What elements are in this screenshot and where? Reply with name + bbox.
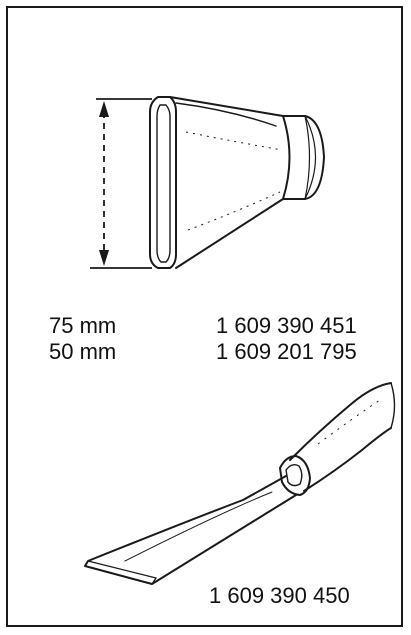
scraper-part-number: 1 609 390 450 <box>209 583 350 608</box>
document-frame <box>6 6 403 627</box>
nozzle-part-number: 1 609 390 451 <box>216 313 357 338</box>
nozzle-part-number: 1 609 201 795 <box>216 339 357 364</box>
nozzle-size-row: 50 mm 1 609 201 795 <box>0 339 411 365</box>
nozzle-width-label: 75 mm <box>49 313 117 338</box>
wide-slot-nozzle-icon <box>149 96 325 269</box>
nozzle-width-label: 50 mm <box>49 339 117 364</box>
dimension-arrow-icon <box>90 98 152 269</box>
nozzle-size-row: 75 mm 1 609 390 451 <box>0 313 411 339</box>
